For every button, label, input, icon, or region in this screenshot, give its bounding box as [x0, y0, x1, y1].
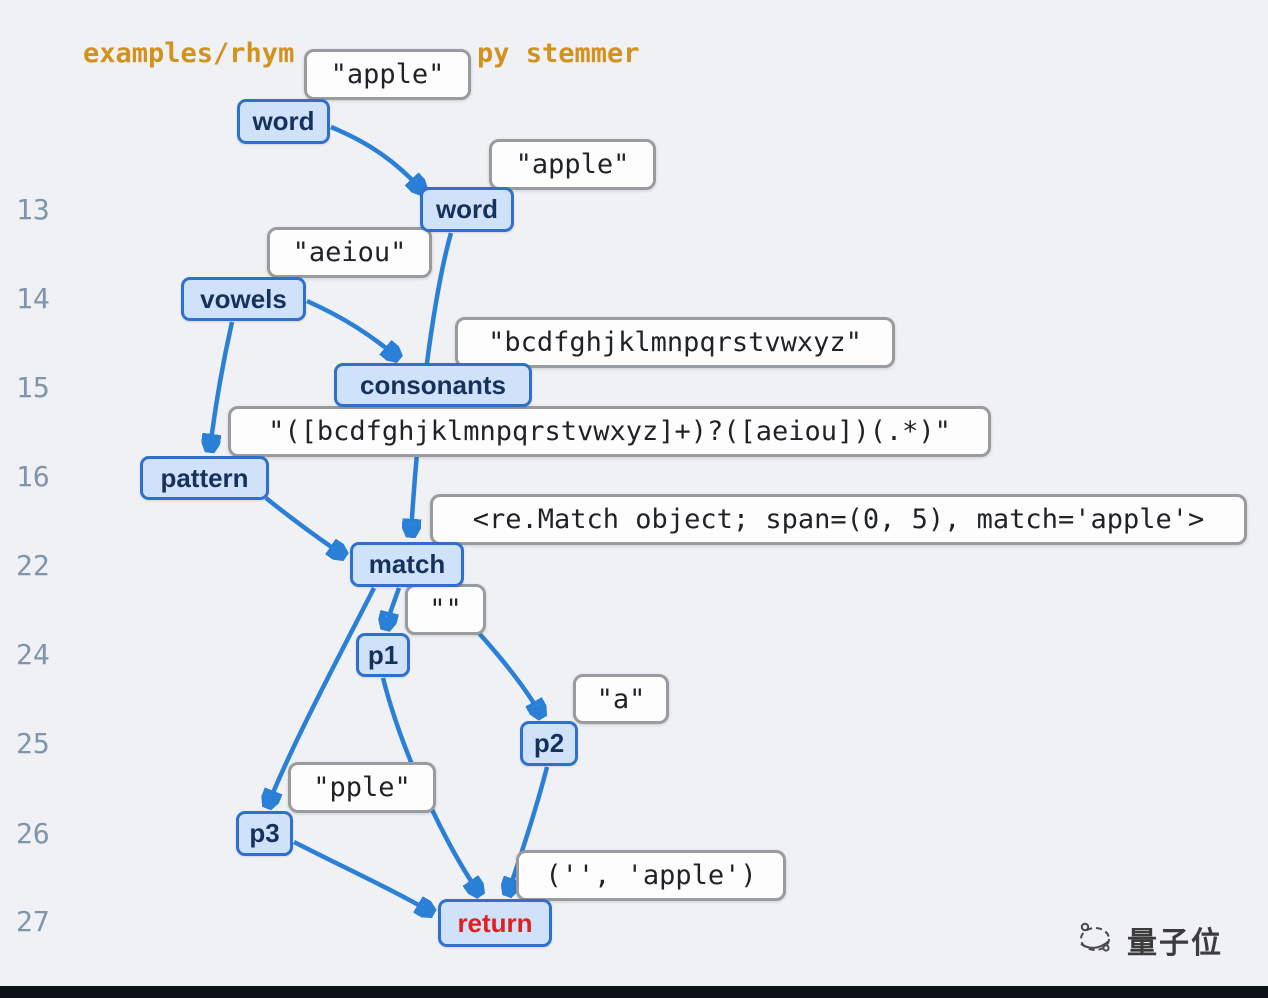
line-number: 16: [16, 460, 50, 493]
value-p2: "a": [573, 674, 669, 724]
line-number: 14: [16, 282, 50, 315]
value-p3: "pple": [288, 762, 436, 813]
node-p1[interactable]: p1: [356, 633, 410, 677]
edge-word-to-word: [330, 124, 422, 190]
line-number: 15: [16, 371, 50, 404]
value-pattern: "([bcdfghjklmnpqrstvwxyz]+)?([aeiou])(.*…: [228, 406, 991, 457]
edge-match-to-p3: [268, 586, 377, 805]
edge-p2-to-return: [508, 766, 550, 893]
line-number: 22: [16, 549, 50, 582]
watermark: 量子位: [1072, 914, 1223, 965]
node-vowels[interactable]: vowels: [181, 277, 306, 321]
value-return: ('', 'apple'): [516, 850, 786, 901]
value-p1: "": [405, 584, 486, 635]
line-number: 26: [16, 817, 50, 850]
node-p2[interactable]: p2: [520, 721, 578, 766]
value-vowels: "aeiou": [267, 227, 432, 278]
node-consonants[interactable]: consonants: [334, 363, 532, 407]
script-path-suffix: py stemmer: [477, 38, 640, 69]
line-number: 24: [16, 638, 50, 671]
edge-p3-to-return: [292, 839, 431, 912]
value-consonants: "bcdfghjklmnpqrstvwxyz": [455, 317, 895, 368]
bottom-bar: [0, 986, 1268, 998]
watermark-text: 量子位: [1127, 925, 1223, 961]
node-return[interactable]: return: [438, 899, 552, 947]
node-pattern[interactable]: pattern: [140, 456, 269, 500]
node-p3[interactable]: p3: [236, 811, 293, 856]
edge-match-to-p1: [386, 587, 402, 627]
node-word[interactable]: word: [237, 99, 330, 144]
line-number: 25: [16, 727, 50, 760]
edge-vowels-to-pattern: [210, 321, 235, 449]
qbitai-logo-icon: [1072, 914, 1118, 965]
line-number: 13: [16, 193, 50, 226]
script-path-prefix: examples/rhym: [83, 38, 295, 69]
node-word-2[interactable]: word: [420, 187, 514, 232]
line-number: 27: [16, 905, 50, 938]
value-word-2: "apple": [489, 139, 656, 190]
edge-pattern-to-match: [264, 496, 343, 555]
value-word: "apple": [304, 49, 471, 100]
node-match[interactable]: match: [350, 542, 464, 587]
value-match: <re.Match object; span=(0, 5), match='ap…: [430, 494, 1247, 545]
edge-vowels-to-consonants: [306, 298, 397, 357]
